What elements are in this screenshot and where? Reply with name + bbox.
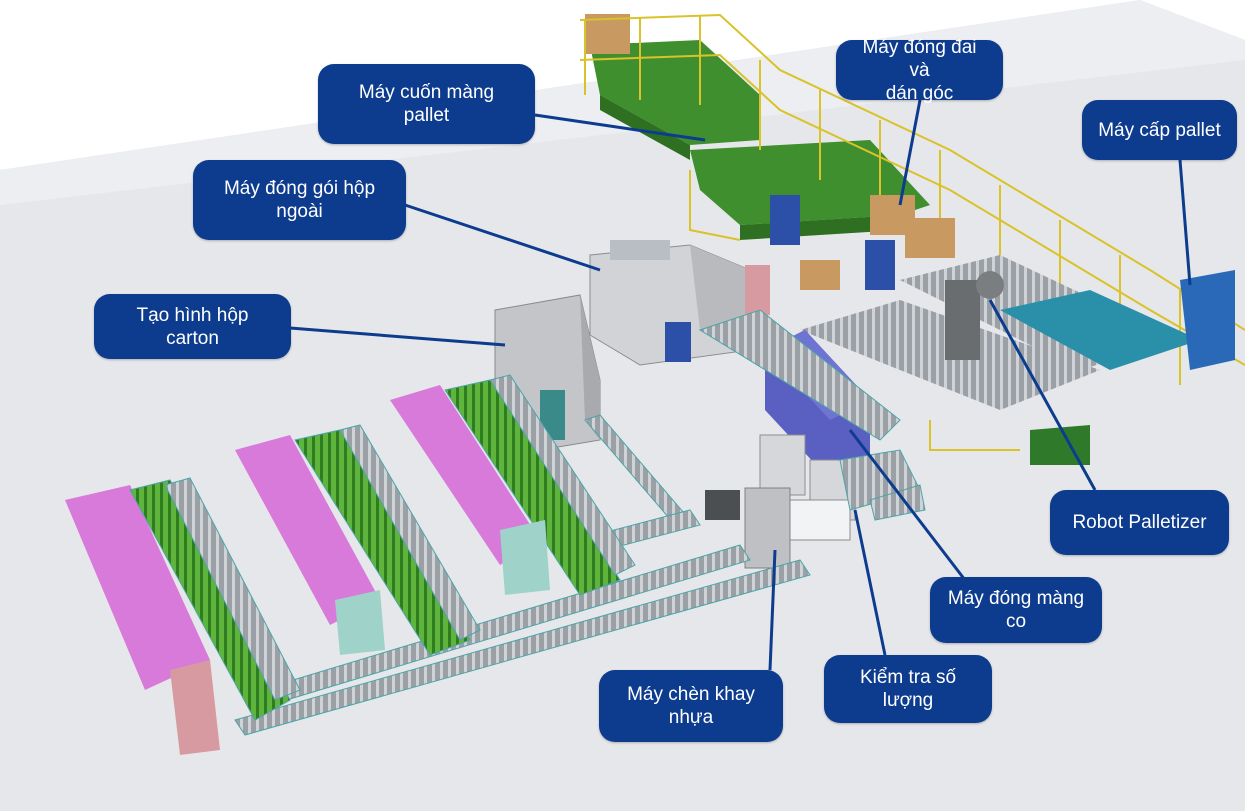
label-outer-case-packer: Máy đóng gói hộp ngoài [193,160,406,240]
tray-inserter-machine [705,487,791,569]
conveyor-lines [234,309,926,736]
label-count-check: Kiểm tra số lượng [824,655,992,723]
label-pallet-dispenser: Máy cấp pallet [1082,100,1237,160]
leader-lines [289,99,1192,671]
label-stretch-wrapper: Máy cuốn màng pallet [318,64,535,144]
production-line-left [65,477,301,755]
label-carton-erector: Tạo hình hộp carton [94,294,291,359]
palletizer-cell [800,255,1235,465]
label-strapping-corner: Máy đóng đai và dán góc [836,37,1003,104]
label-robot-palletizer: Robot Palletizer [1050,490,1229,555]
label-tray-inserter: Máy chèn khay nhựa [599,670,783,742]
production-line-right [390,374,636,596]
production-line-middle [235,424,481,656]
label-shrink-wrapper: Máy đóng màng co [930,577,1102,643]
